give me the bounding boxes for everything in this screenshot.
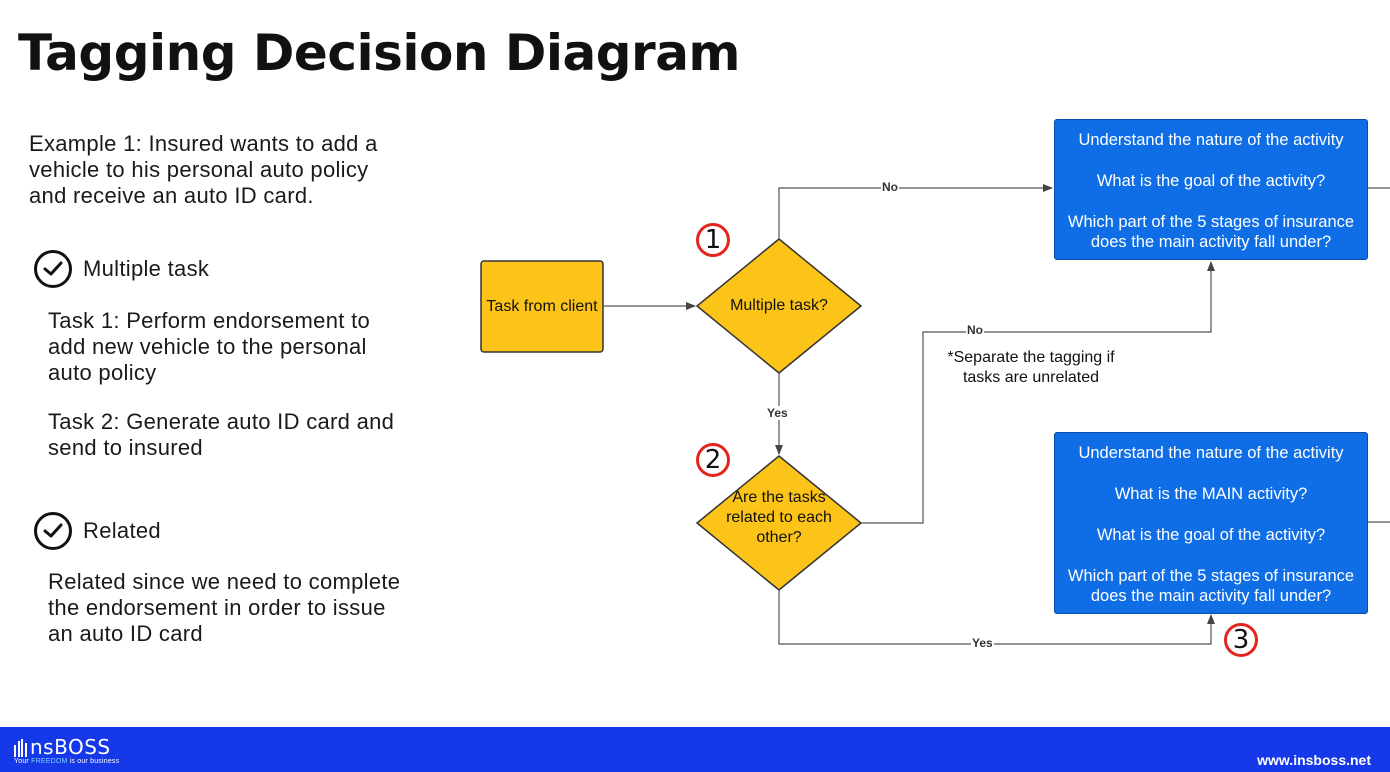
analysis-box-top: Understand the nature of the activity Wh…: [1054, 119, 1368, 260]
box-top-line1: Understand the nature of the activity: [1078, 131, 1344, 149]
step-badge-1: 1: [696, 223, 730, 257]
edge-label-no-mid: No: [966, 323, 984, 337]
task2-text: Task 2: Generate auto ID card and send t…: [48, 409, 395, 460]
step-badge-3: 3: [1224, 623, 1258, 657]
edge-no-top: [778, 184, 1053, 239]
related-label: Related: [83, 518, 161, 543]
check-circle-icon: [34, 250, 72, 288]
box-bottom-line2: What is the MAIN activity?: [1114, 485, 1308, 503]
edge-no-mid: [861, 261, 1215, 524]
task1-text: Task 1: Perform endorsement to add new v…: [48, 308, 371, 385]
logo-tagline: Your FREEDOM is our business: [14, 758, 120, 765]
box-top-line2: What is the goal of the activity?: [1096, 172, 1326, 190]
separate-tagging-note: *Separate the tagging if tasks are unrel…: [947, 349, 1115, 386]
slide-title: Tagging Decision Diagram: [18, 24, 741, 82]
check-circle-icon: [34, 512, 72, 550]
step-badge-2: 2: [696, 443, 730, 477]
edge-label-yes-mid: Yes: [766, 406, 789, 420]
box-bottom-line1: Understand the nature of the activity: [1078, 444, 1344, 462]
related-text: Related since we need to complete the en…: [48, 569, 401, 646]
website-link[interactable]: www.insboss.net: [1257, 752, 1371, 768]
analysis-box-bottom: Understand the nature of the activity Wh…: [1054, 432, 1368, 614]
multiple-task-row: Multiple task: [34, 250, 209, 288]
flowchart: [480, 184, 1390, 645]
footer-bar: nsBOSS Your FREEDOM is our business www.…: [0, 727, 1390, 772]
edge-yes-bottom: [778, 590, 1215, 645]
start-node-label: Task from client: [486, 297, 598, 315]
box-top-line3: Which part of the 5 stages of insurance …: [1067, 213, 1355, 251]
insboss-logo: nsBOSS Your FREEDOM is our business: [14, 737, 119, 766]
logo-name: nsBOSS: [30, 735, 111, 759]
building-bars-icon: [14, 739, 28, 757]
box-bottom-line4: Which part of the 5 stages of insurance …: [1067, 567, 1355, 605]
related-row: Related: [34, 512, 161, 550]
box-bottom-line3: What is the goal of the activity?: [1096, 526, 1326, 544]
edge-label-no-top: No: [881, 180, 899, 194]
example-text: Example 1: Insured wants to add a vehicl…: [29, 131, 378, 208]
edge-label-yes-bottom: Yes: [971, 636, 994, 650]
decision2-label: Are the tasks related to each other?: [726, 489, 832, 546]
decision1-label: Multiple task?: [730, 297, 828, 314]
multiple-task-label: Multiple task: [83, 256, 210, 281]
